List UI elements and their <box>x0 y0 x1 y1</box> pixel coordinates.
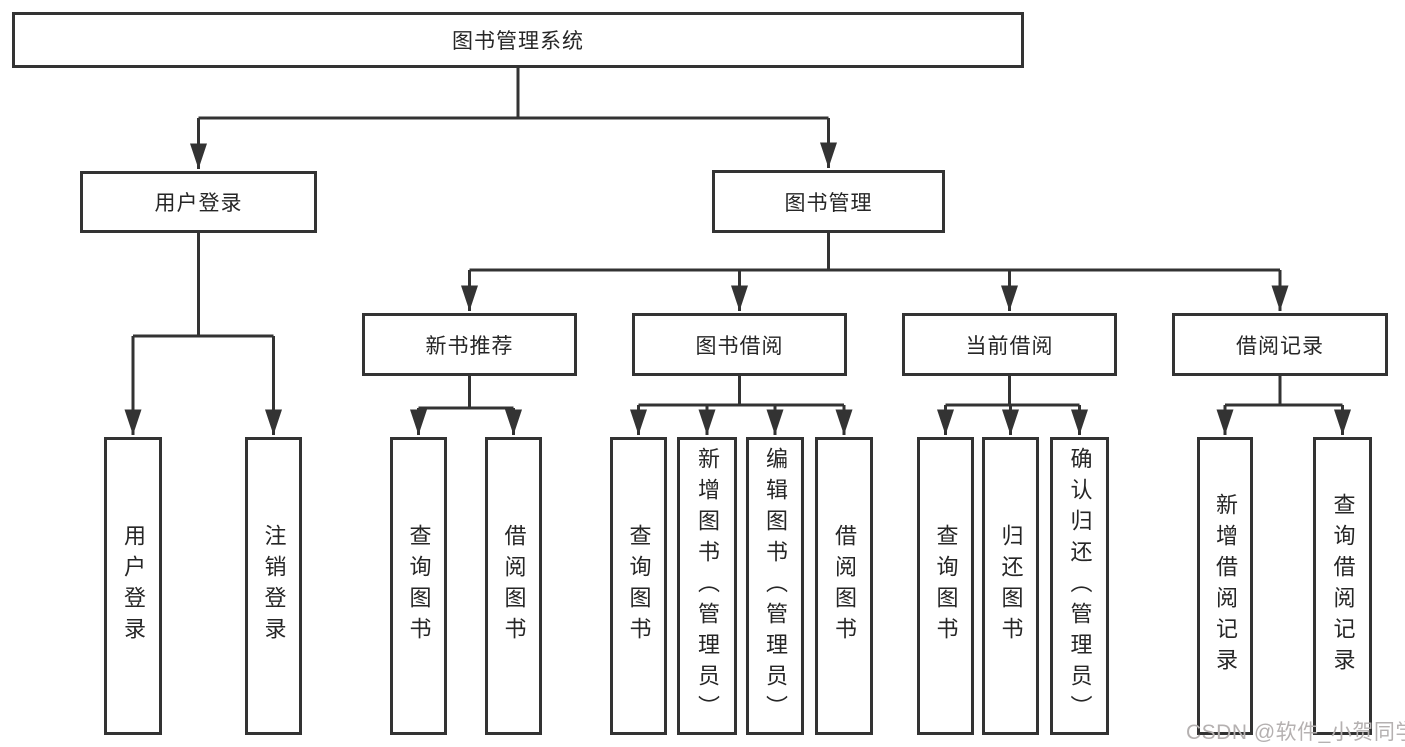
node-current-borrowing: 当前借阅 <box>902 313 1117 376</box>
leaf-cb-query-books: 查询图书 <box>917 437 974 735</box>
leaf-bb-query-books: 查询图书 <box>610 437 667 735</box>
csdn-watermark: CSDN @软件_小贺同学 <box>1186 721 1405 744</box>
leaf-bb-edit-books: 编辑图书（管理员） <box>746 437 804 735</box>
node-new-book-recommend: 新书推荐 <box>362 313 577 376</box>
leaf-label: 确认归还（管理员） <box>1067 446 1093 726</box>
leaf-label: 查询图书 <box>626 524 652 648</box>
leaf-rec-query-books: 查询图书 <box>390 437 447 735</box>
node-book-management: 图书管理 <box>712 170 945 233</box>
leaf-label: 注销登录 <box>261 524 287 648</box>
leaf-br-query-record: 查询借阅记录 <box>1313 437 1372 735</box>
leaf-label: 用户登录 <box>121 524 146 648</box>
leaf-user-login: 用户登录 <box>104 437 162 735</box>
node-user-login: 用户登录 <box>80 171 317 233</box>
leaf-label: 查询图书 <box>406 524 432 648</box>
node-library-system: 图书管理系统 <box>12 12 1024 68</box>
leaf-label: 查询图书 <box>933 524 959 648</box>
leaf-label: 借阅图书 <box>832 524 857 648</box>
leaf-logout: 注销登录 <box>245 437 302 735</box>
leaf-label: 借阅图书 <box>501 524 527 648</box>
leaf-label: 新增借阅记录 <box>1213 493 1238 679</box>
leaf-label: 编辑图书（管理员） <box>763 446 788 726</box>
node-book-borrowing: 图书借阅 <box>632 313 847 376</box>
leaf-label: 新增图书（管理员） <box>695 446 720 726</box>
leaf-bb-add-books: 新增图书（管理员） <box>677 437 737 735</box>
leaf-label: 归还图书 <box>998 524 1024 648</box>
leaf-br-add-record: 新增借阅记录 <box>1197 437 1253 735</box>
leaf-cb-return-books: 归还图书 <box>982 437 1039 735</box>
node-borrow-records: 借阅记录 <box>1172 313 1388 376</box>
leaf-bb-borrow-books: 借阅图书 <box>815 437 873 735</box>
leaf-label: 查询借阅记录 <box>1330 493 1356 679</box>
leaf-cb-confirm-return: 确认归还（管理员） <box>1050 437 1109 735</box>
leaf-rec-borrow-books: 借阅图书 <box>485 437 542 735</box>
